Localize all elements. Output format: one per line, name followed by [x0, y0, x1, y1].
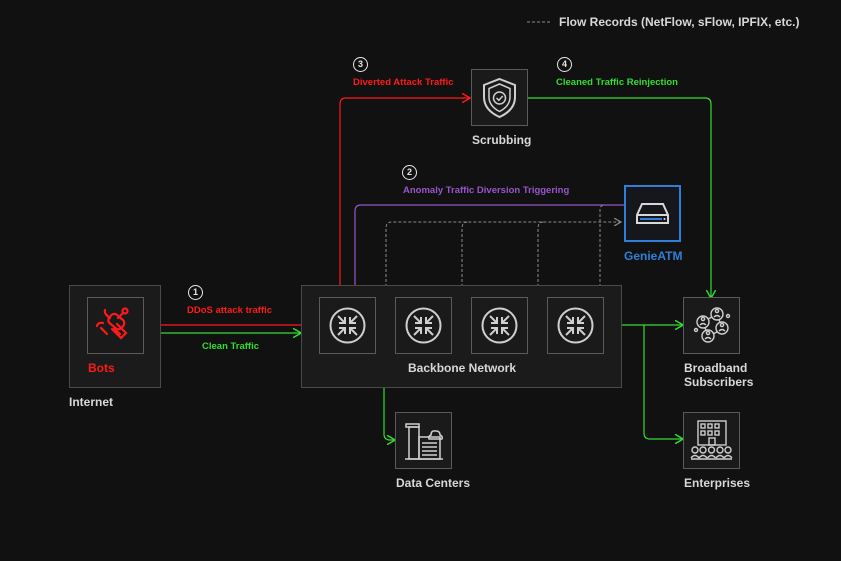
scrubbing-node[interactable]	[471, 69, 528, 126]
data-centers-label: Data Centers	[396, 476, 471, 490]
diverted-attack-line	[339, 98, 469, 297]
step-3-badge: 3	[353, 57, 368, 72]
diversion-trigger-line	[355, 204, 624, 297]
router-icon	[405, 307, 442, 344]
genieatm-label: GenieATM	[624, 249, 683, 263]
step-4-badge: 4	[557, 57, 572, 72]
internet-label: Internet	[69, 395, 114, 409]
enterprises-label: Enterprises	[684, 476, 751, 490]
step-3-label: Diverted Attack Traffic	[353, 77, 454, 88]
data-centers-node[interactable]	[395, 412, 452, 469]
backbone-label: Backbone Network	[408, 361, 517, 375]
router-node-4[interactable]	[547, 297, 604, 354]
users-network-icon	[693, 307, 731, 343]
router-icon	[329, 307, 366, 344]
broadband-label-line1: Broadband	[684, 361, 748, 375]
clean-traffic-label: Clean Traffic	[202, 341, 260, 352]
bots-node[interactable]	[87, 297, 144, 354]
reinjection-line	[528, 97, 711, 297]
bug-icon	[95, 307, 129, 340]
shield-check-icon	[483, 77, 516, 119]
bots-label: Bots	[88, 361, 115, 375]
router-icon	[557, 307, 594, 344]
scrubbing-label: Scrubbing	[472, 133, 532, 147]
step-1-label: DDoS attack traffic	[187, 305, 272, 316]
step-2-label: Anomaly Traffic Diversion Triggering	[403, 185, 570, 196]
genieatm-node[interactable]	[624, 185, 681, 242]
step-2-badge: 2	[402, 165, 417, 180]
building-people-icon	[690, 420, 733, 460]
broadband-label-line2: Subscribers	[684, 375, 754, 389]
datacenter-icon	[405, 423, 443, 460]
server-icon	[636, 203, 669, 224]
to-enterprise-line	[643, 325, 682, 439]
legend-text: Flow Records (NetFlow, sFlow, IPFIX, etc…	[559, 15, 800, 29]
router-node-2[interactable]	[395, 297, 452, 354]
enterprises-node[interactable]	[683, 412, 740, 469]
router-node-1[interactable]	[319, 297, 376, 354]
step-4-label: Cleaned Traffic Reinjection	[556, 77, 678, 88]
step-1-badge: 1	[188, 285, 203, 300]
broadband-node[interactable]	[683, 297, 740, 354]
router-node-3[interactable]	[471, 297, 528, 354]
router-icon	[481, 307, 518, 344]
flow-records-lines	[385, 204, 620, 297]
